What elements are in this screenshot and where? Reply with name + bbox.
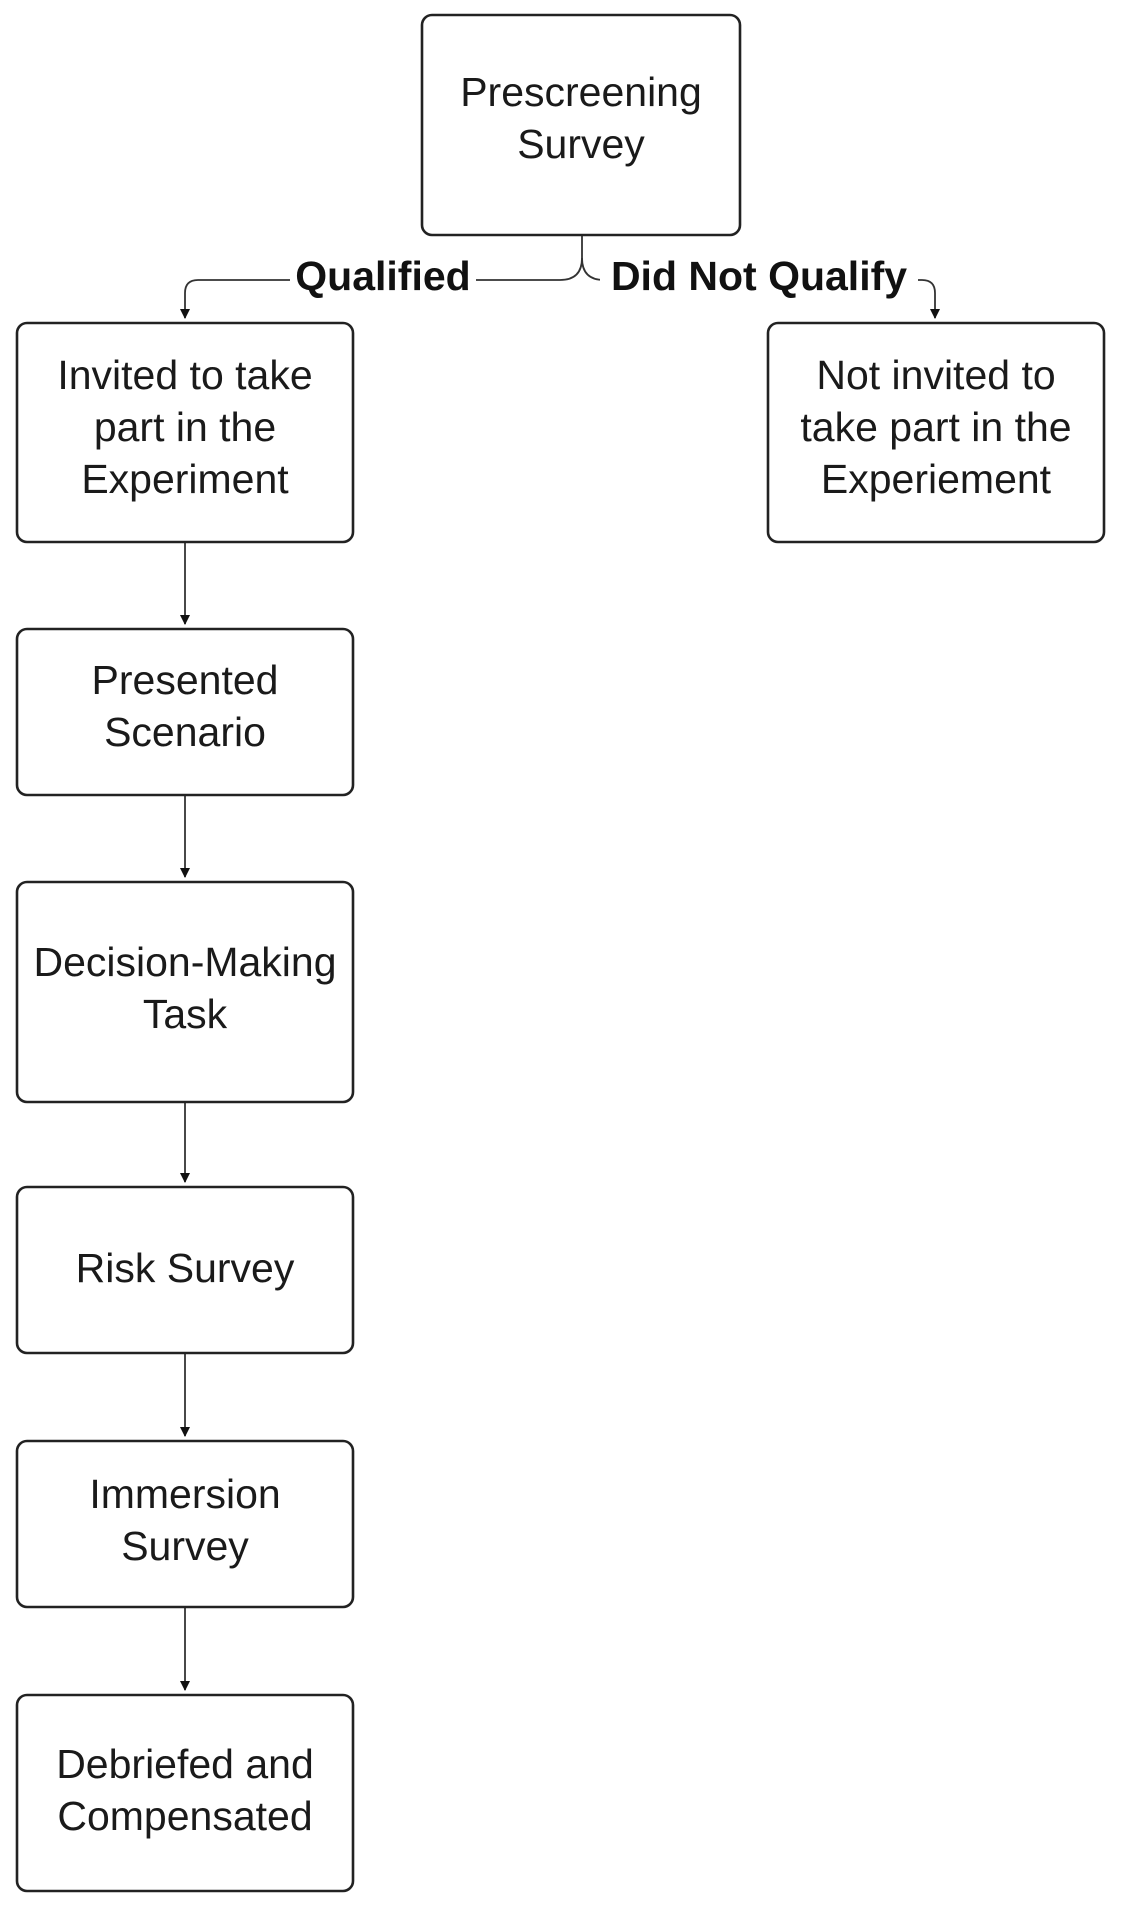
node-label-line: Survey xyxy=(121,1523,249,1569)
node-label-line: Experiement xyxy=(821,456,1052,502)
node-not-invited: Not invited to take part in the Experiem… xyxy=(766,321,1106,544)
node-label-line: Prescreening xyxy=(460,69,702,115)
node-prescreening-survey: Prescreening Survey xyxy=(420,13,742,237)
node-decision-making-task: Decision-Making Task xyxy=(15,880,355,1104)
node-label-line: Decision-Making xyxy=(33,939,336,985)
node-immersion-survey: Immersion Survey xyxy=(15,1439,355,1609)
node-label-line: Immersion xyxy=(89,1471,280,1517)
node-label-line: Debriefed and xyxy=(56,1741,314,1787)
node-debriefed-and-compensated: Debriefed and Compensated xyxy=(15,1693,355,1893)
node-label-line: Compensated xyxy=(57,1793,312,1839)
node-label-line: Survey xyxy=(517,121,645,167)
node-label-line: Not invited to xyxy=(816,352,1055,398)
did-not-qualify-label: Did Not Qualify xyxy=(611,253,907,299)
node-label-line: Experiment xyxy=(81,456,289,502)
node-label-line: take part in the xyxy=(800,404,1071,450)
node-label-line: Invited to take xyxy=(57,352,312,398)
node-risk-survey: Risk Survey xyxy=(15,1185,355,1355)
node-label-line: part in the xyxy=(94,404,276,450)
node-invited-to-experiment: Invited to take part in the Experiment xyxy=(15,321,355,544)
node-label-line: Risk Survey xyxy=(76,1245,295,1291)
node-presented-scenario: Presented Scenario xyxy=(15,627,355,797)
edge-did-not-qualify xyxy=(581,257,940,319)
edge-labels: Qualified Did Not Qualify xyxy=(290,252,918,302)
node-label-line: Presented xyxy=(92,657,279,703)
node-label-line: Scenario xyxy=(104,709,266,755)
node-label-line: Task xyxy=(143,991,228,1037)
qualified-label: Qualified xyxy=(295,253,470,299)
